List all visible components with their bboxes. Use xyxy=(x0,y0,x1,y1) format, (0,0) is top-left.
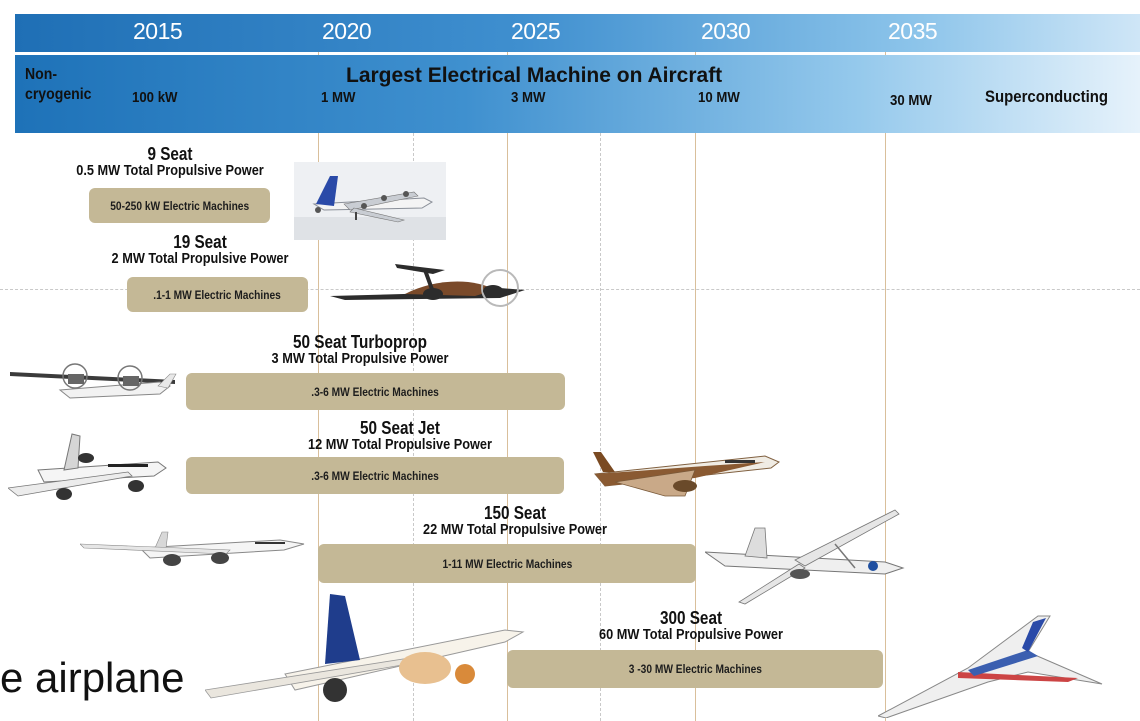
seat-count: 50 Seat Turboprop xyxy=(292,332,428,352)
year-label: 2025 xyxy=(511,18,561,44)
machine-bar-title: Largest Electrical Machine on Aircraft xyxy=(346,64,723,87)
propulsive-power: 2 MW Total Propulsive Power xyxy=(111,250,289,267)
machine-range-label: 50-250 kW Electric Machines xyxy=(110,198,249,213)
machine-range-label: 1-11 MW Electric Machines xyxy=(442,556,572,571)
propulsive-power: 60 MW Total Propulsive Power xyxy=(599,626,783,643)
single-aisle-jet-icon xyxy=(593,452,780,497)
seat-count: 300 Seat xyxy=(659,608,723,628)
twin-aisle-jet-icon xyxy=(205,594,525,702)
seat-label-19: 19 Seat 2 MW Total Propulsive Power xyxy=(73,232,328,267)
seat-label-50-turboprop: 50 Seat Turboprop 3 MW Total Propulsive … xyxy=(233,332,488,367)
seat-label-50-jet: 50 Seat Jet 12 MW Total Propulsive Power xyxy=(273,418,528,453)
regional-jet-icon xyxy=(8,433,167,500)
truss-wing-aircraft-icon xyxy=(705,509,905,605)
electric-machine-range-9-seat: 50-250 kW Electric Machines xyxy=(89,188,270,223)
propulsive-power: 22 MW Total Propulsive Power xyxy=(423,521,607,538)
non-cryogenic-label: Non- xyxy=(25,66,58,83)
electric-machine-range-50-jet: .3-6 MW Electric Machines xyxy=(186,457,564,494)
electric-machine-range-50-turboprop: .3-6 MW Electric Machines xyxy=(186,373,565,410)
superconducting-label: Superconducting xyxy=(985,87,1109,106)
year-label: 2015 xyxy=(133,18,183,44)
non-cryogenic-label: cryogenic xyxy=(25,86,92,103)
machine-range-label: 3 -30 MW Electric Machines xyxy=(628,662,762,676)
year-timeline-bar: 2015 2020 2025 2030 2035 xyxy=(15,14,1140,52)
slide-caption: e airplane xyxy=(0,654,185,701)
nineteen-seat-aircraft-icon xyxy=(330,264,525,307)
machine-size-label: 10 MW xyxy=(698,89,740,106)
seat-label-300: 300 Seat 60 MW Total Propulsive Power xyxy=(564,608,819,643)
year-line-2020 xyxy=(318,14,319,721)
year-label: 2030 xyxy=(701,18,751,44)
year-line-2035 xyxy=(885,14,886,721)
propulsive-power: 12 MW Total Propulsive Power xyxy=(308,436,492,453)
blended-wing-body-icon xyxy=(878,615,1103,718)
machine-size-label: 30 MW xyxy=(890,92,932,109)
grid-dash-v2 xyxy=(600,133,601,721)
machine-size-label: 1 MW xyxy=(321,89,356,106)
machine-range-label: .3-6 MW Electric Machines xyxy=(311,384,440,399)
seat-count: 150 Seat xyxy=(483,503,547,523)
electric-machine-range-150-seat: 1-11 MW Electric Machines xyxy=(318,544,696,583)
seat-label-9: 9 Seat 0.5 MW Total Propulsive Power xyxy=(43,144,298,179)
year-line-2030 xyxy=(695,14,696,721)
nine-seat-aircraft-icon xyxy=(294,162,446,240)
machine-range-label: .3-6 MW Electric Machines xyxy=(311,468,439,483)
electric-machine-range-19-seat: .1-1 MW Electric Machines xyxy=(127,277,308,312)
machine-range-label: .1-1 MW Electric Machines xyxy=(153,287,282,302)
grid-dash-v1 xyxy=(413,133,414,721)
seat-count: 50 Seat Jet xyxy=(360,418,440,438)
machine-size-label: 3 MW xyxy=(511,89,546,106)
twin-aisle-jet-icon xyxy=(80,531,305,566)
machine-size-bar: Non- cryogenic Largest Electrical Machin… xyxy=(15,55,1140,133)
propulsive-power: 3 MW Total Propulsive Power xyxy=(271,350,449,367)
seat-count: 9 Seat xyxy=(147,144,193,164)
year-label: 2020 xyxy=(322,18,372,44)
year-line-2025 xyxy=(507,14,508,721)
seat-label-150: 150 Seat 22 MW Total Propulsive Power xyxy=(388,503,643,538)
electric-machine-range-300-seat: 3 -30 MW Electric Machines xyxy=(507,650,883,688)
seat-count: 19 Seat xyxy=(173,232,227,252)
propulsive-power: 0.5 MW Total Propulsive Power xyxy=(76,162,264,179)
year-label: 2035 xyxy=(888,18,938,44)
turboprop-aircraft-icon xyxy=(10,363,177,399)
grid-dash-h1 xyxy=(0,289,1140,290)
machine-size-label: 100 kW xyxy=(132,89,178,106)
